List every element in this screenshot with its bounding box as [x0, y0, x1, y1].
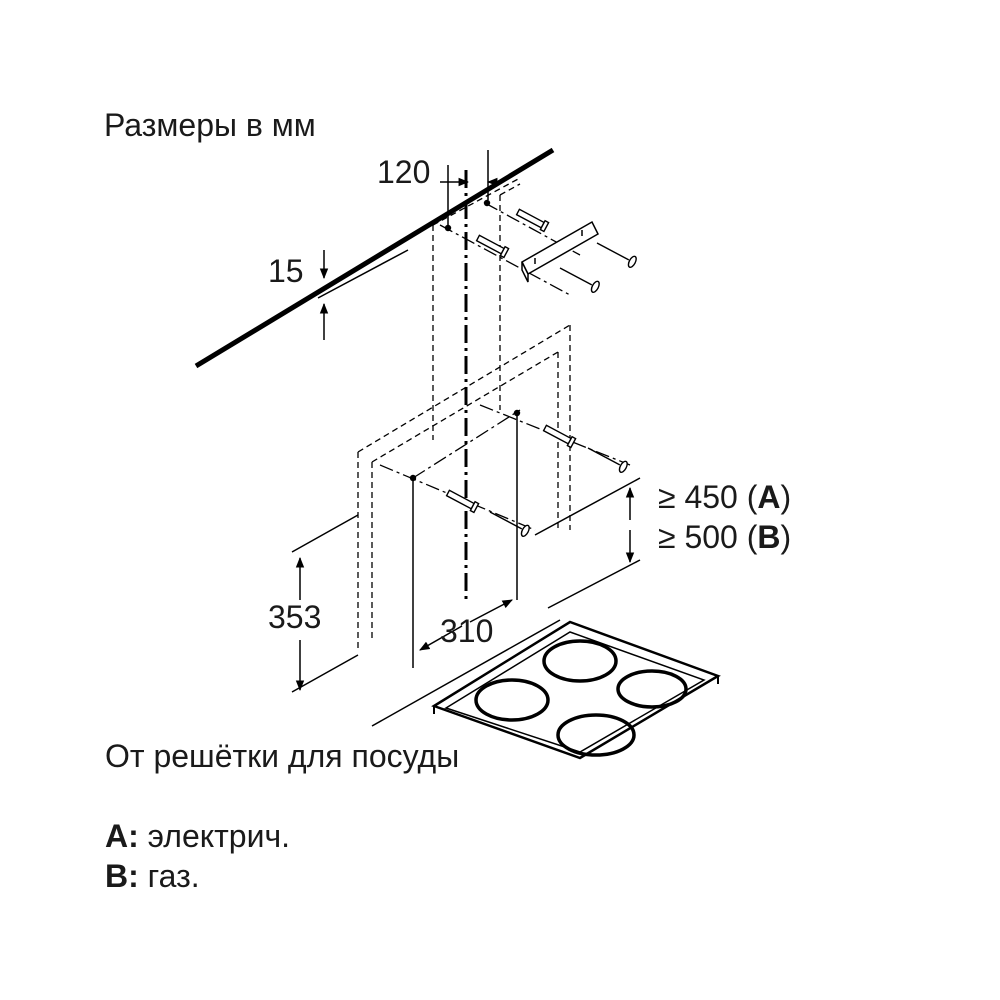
legend-value: газ. [147, 858, 200, 894]
cooktop-burner [474, 639, 688, 757]
legend-item-a: A: электрич. [105, 816, 290, 856]
mount-dashed-outline [432, 177, 521, 440]
dimension-120-label: 120 [377, 154, 430, 190]
hood-dashed-outline [357, 324, 571, 650]
dimension-353-lines [291, 514, 359, 693]
legend-key: B: [105, 858, 139, 894]
dimension-min-height-b: ≥ 500 (B) [658, 519, 791, 555]
dimension-310-lines [419, 599, 513, 651]
dimension-min-height-a: ≥ 450 (A) [658, 479, 791, 515]
reference-note: От решётки для посуды [105, 738, 460, 774]
hole-verticals [412, 413, 518, 668]
hole-markers [409, 199, 521, 482]
dimension-120-lines [440, 150, 498, 225]
mounting-bracket [521, 220, 599, 283]
dimension-310-label: 310 [440, 613, 493, 649]
legend-item-b: B: газ. [105, 856, 200, 896]
legend-value: электрич. [147, 818, 290, 854]
screws [445, 208, 637, 537]
cooktop [371, 619, 721, 760]
units-label: Размеры в мм [104, 107, 316, 143]
dimension-min-height-lines [534, 477, 641, 609]
dimension-353-label: 353 [268, 599, 321, 635]
dimension-15-lines [317, 249, 409, 340]
dimension-15-label: 15 [268, 253, 304, 289]
legend-key: A: [105, 818, 139, 854]
